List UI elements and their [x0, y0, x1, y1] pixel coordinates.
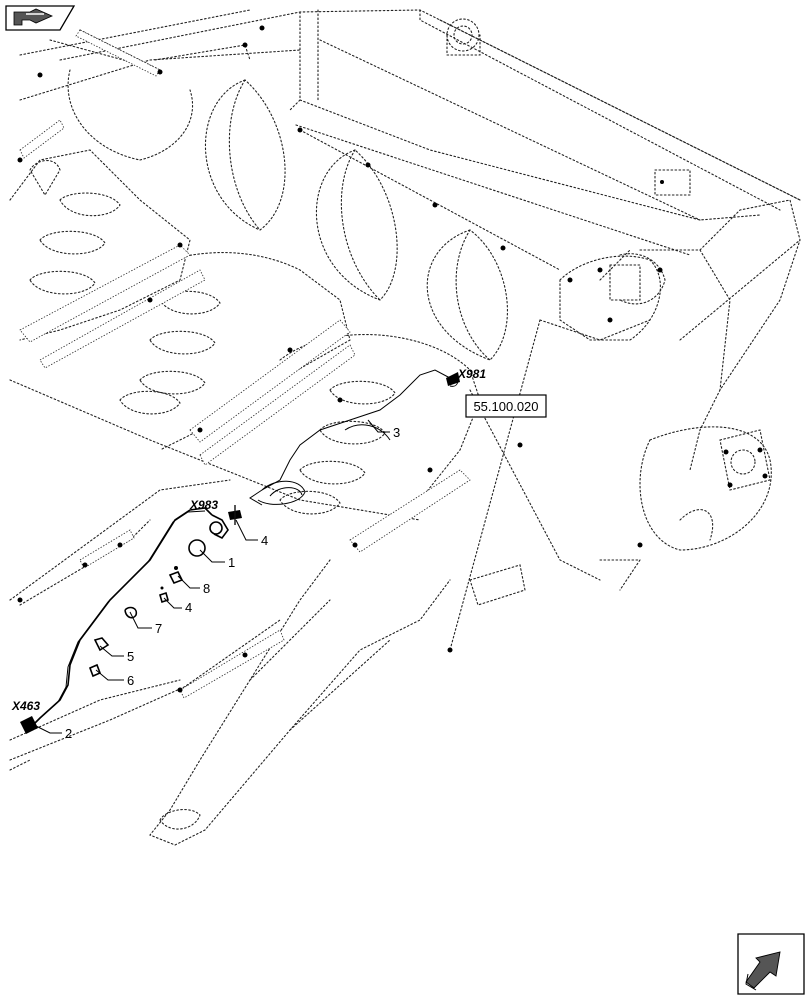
auger-flights: [67, 69, 508, 361]
callout-7: 7: [155, 621, 162, 636]
callout-5: 5: [127, 649, 134, 664]
leader-lines: [35, 419, 390, 734]
drive-housing: [449, 199, 801, 651]
reference-box[interactable]: 55.100.020: [465, 394, 547, 418]
connector-label-x983: X983: [189, 498, 218, 512]
callout-6: 6: [127, 673, 134, 688]
reference-box-label[interactable]: 55.100.020: [473, 399, 538, 414]
row-units: [9, 149, 481, 846]
wire-harness: [20, 369, 460, 734]
gathering-chains: [19, 29, 471, 699]
callout-2: 2: [65, 726, 72, 741]
callout-4-lower: 4: [185, 600, 192, 615]
header-frame: [19, 9, 801, 271]
book-arrow-icon[interactable]: [5, 5, 76, 31]
callout-4-upper: 4: [261, 533, 268, 548]
callout-3: 3: [393, 425, 400, 440]
connector-label-x981: X981: [457, 367, 486, 381]
callout-1: 1: [228, 555, 235, 570]
connector-label-x463: X463: [11, 699, 40, 713]
fastener-dots: [17, 25, 663, 693]
next-page-arrow-icon[interactable]: [737, 933, 805, 995]
callout-8: 8: [203, 581, 210, 596]
